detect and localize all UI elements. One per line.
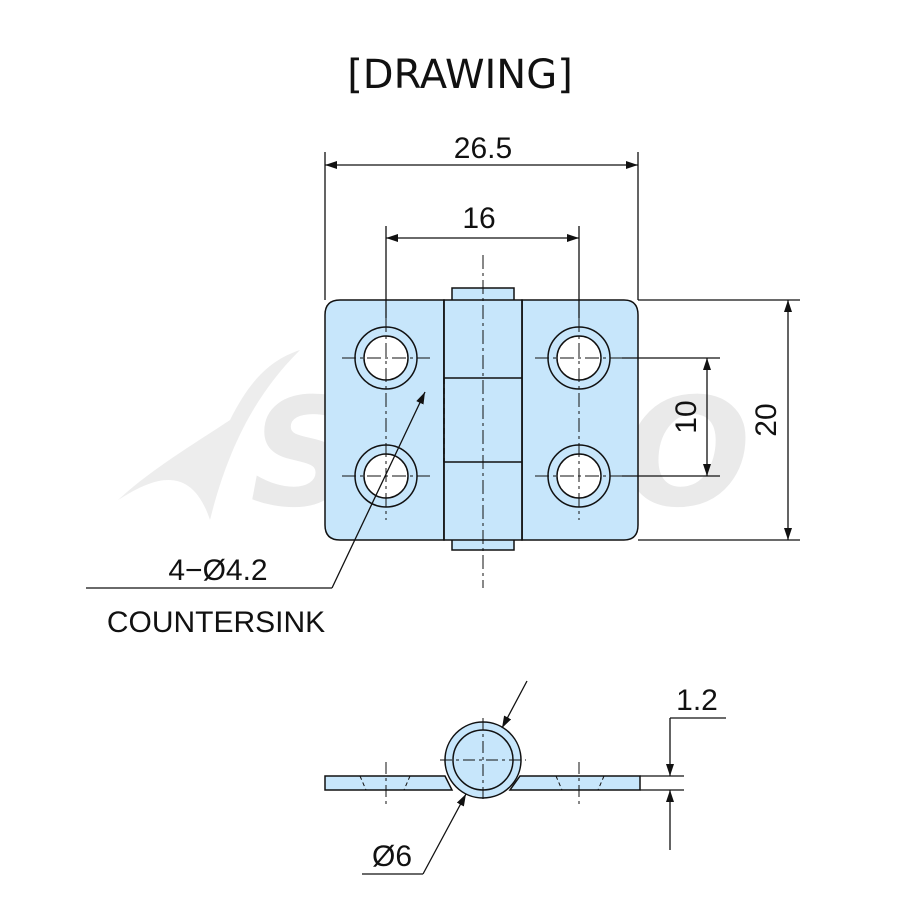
- watermark-swoosh: [118, 350, 300, 520]
- hole-callout-type: COUNTERSINK: [107, 606, 325, 639]
- side-centerlines: [385, 718, 580, 804]
- dim-knuckle-diameter: [362, 680, 528, 875]
- hole-callout-leader: [86, 391, 426, 589]
- side-leaf-left: [324, 775, 454, 791]
- drawing-title: [DRAWING]: [347, 52, 573, 98]
- side-view-hidden: [359, 775, 605, 791]
- hole-callout-size: 4−Ø4.2: [168, 554, 267, 587]
- side-leaf-right: [508, 775, 641, 791]
- dim-leaf-thickness-label: 1.2: [676, 684, 718, 717]
- dim-hole-spacing-x: [385, 226, 580, 318]
- dim-overall-width-label: 26.5: [454, 132, 512, 165]
- dim-hole-spacing-y: [622, 357, 720, 477]
- dim-hole-spacing-x-label: 16: [462, 202, 495, 235]
- dim-knuckle-diameter-label: Ø6: [372, 840, 412, 873]
- dim-overall-width: [324, 152, 639, 300]
- dim-hole-spacing-y-label: 10: [670, 400, 703, 433]
- dim-overall-height-label: 20: [750, 403, 783, 436]
- dim-leaf-thickness: [640, 717, 726, 850]
- dim-overall-height: [638, 299, 800, 541]
- centerlines: [342, 255, 622, 588]
- front-view: [324, 287, 639, 551]
